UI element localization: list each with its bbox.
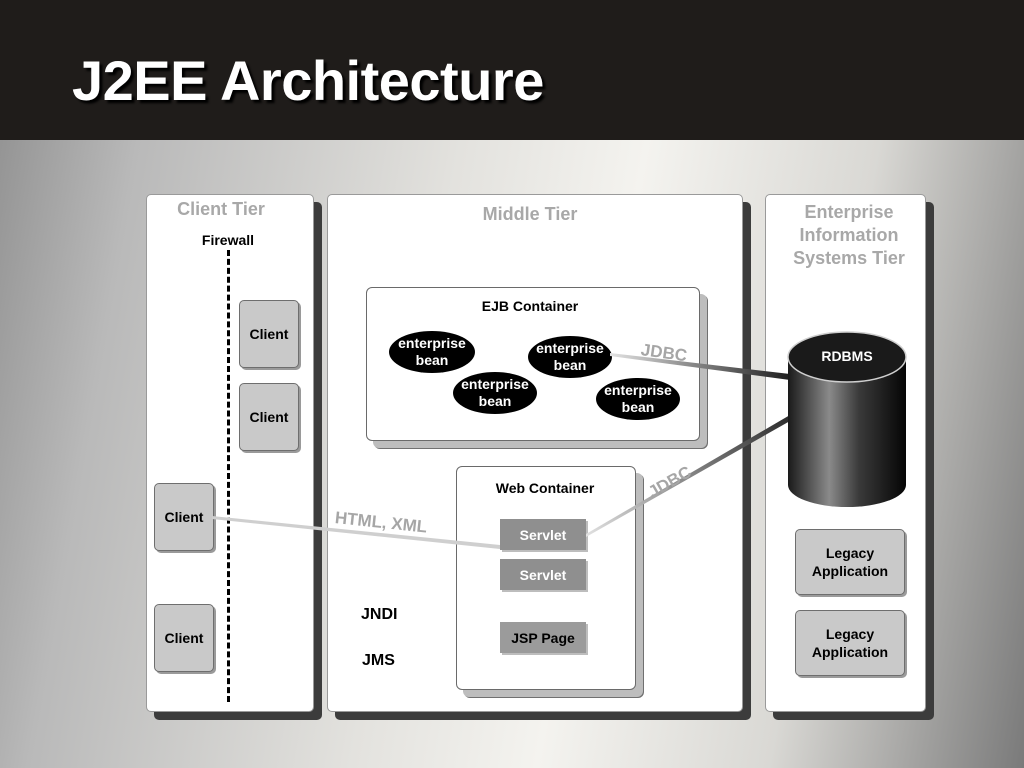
eis-tier-label: Enterprise Information Systems Tier — [793, 202, 905, 268]
jms-label: JMS — [362, 652, 395, 669]
rdbms-label: RDBMS — [821, 348, 873, 364]
servlet-box-1: Servlet — [500, 519, 586, 550]
client-box-1: Client — [239, 300, 299, 368]
enterprise-bean-2: enterprise bean — [528, 336, 612, 378]
firewall-line — [227, 250, 230, 702]
client-tier-label: Client Tier — [177, 199, 265, 219]
jndi-label: JNDI — [361, 606, 398, 623]
enterprise-bean-1: enterprise bean — [389, 331, 475, 373]
enterprise-bean-3: enterprise bean — [453, 372, 537, 414]
enterprise-bean-4: enterprise bean — [596, 378, 680, 420]
legacy-application-box-1: Legacy Application — [795, 529, 905, 595]
firewall-label: Firewall — [201, 232, 255, 248]
servlet-box-2: Servlet — [500, 559, 586, 590]
slide-title: J2EE Architecture — [72, 49, 544, 112]
ejb-container-label: EJB Container — [481, 298, 579, 314]
jsp-page-box: JSP Page — [500, 622, 586, 653]
client-box-4: Client — [154, 604, 214, 672]
legacy-application-box-2: Legacy Application — [795, 610, 905, 676]
client-box-3: Client — [154, 483, 214, 551]
web-container-label: Web Container — [495, 480, 595, 496]
middle-tier-label: Middle Tier — [482, 204, 578, 224]
client-box-2: Client — [239, 383, 299, 451]
slide-header: J2EE Architecture — [0, 0, 1024, 140]
